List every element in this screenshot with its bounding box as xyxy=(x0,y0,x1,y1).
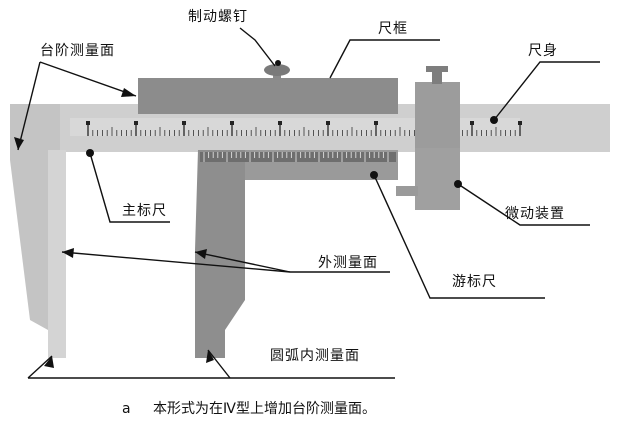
main-scale-number-mark xyxy=(374,121,378,125)
label-frame: 尺框 xyxy=(378,21,408,37)
fine-adjust-link xyxy=(396,186,418,196)
figure-caption: a 本形式为在Ⅳ型上增加台阶测量面。 xyxy=(122,398,376,418)
label-fine-adjust: 微动装置 xyxy=(505,206,565,222)
label-clamp-screw: 制动螺钉 xyxy=(188,9,248,25)
label-main-scale: 主标尺 xyxy=(122,203,167,219)
caption-text: 本形式为在Ⅳ型上增加台阶测量面。 xyxy=(153,401,376,417)
arrowheads xyxy=(14,88,214,368)
main-scale-number-mark xyxy=(134,121,138,125)
label-vernier: 游标尺 xyxy=(452,274,497,290)
main-scale-number-mark xyxy=(326,121,330,125)
leader-lines xyxy=(17,27,600,379)
vernier-strip xyxy=(200,152,396,162)
fine-adjust-post xyxy=(432,68,442,84)
fixed-jaw-step xyxy=(48,150,66,358)
vernier-ticks xyxy=(203,152,389,162)
frame-dot xyxy=(275,60,281,66)
fine-adjust-cap xyxy=(426,66,448,72)
fixed-jaw xyxy=(10,104,60,355)
moving-jaw xyxy=(195,150,245,358)
main-scale-number-mark xyxy=(278,121,282,125)
main-scale-number-mark xyxy=(86,121,90,125)
main-scale-number-mark xyxy=(518,121,522,125)
caption-index: a xyxy=(122,401,131,417)
top-step-block xyxy=(138,78,398,114)
fine-adjust-block xyxy=(415,82,460,148)
label-outer-faces: 外测量面 xyxy=(318,255,378,271)
label-main-body: 尺身 xyxy=(528,43,558,59)
label-step-face: 台阶测量面 xyxy=(40,43,115,59)
main-scale-number-mark xyxy=(230,121,234,125)
label-inner-faces: 圆弧内测量面 xyxy=(270,348,360,364)
clamp-screw-head xyxy=(264,64,290,76)
main-scale-number-mark xyxy=(182,121,186,125)
fine-adjust-lower xyxy=(415,148,460,210)
main-scale-number-mark xyxy=(470,121,474,125)
